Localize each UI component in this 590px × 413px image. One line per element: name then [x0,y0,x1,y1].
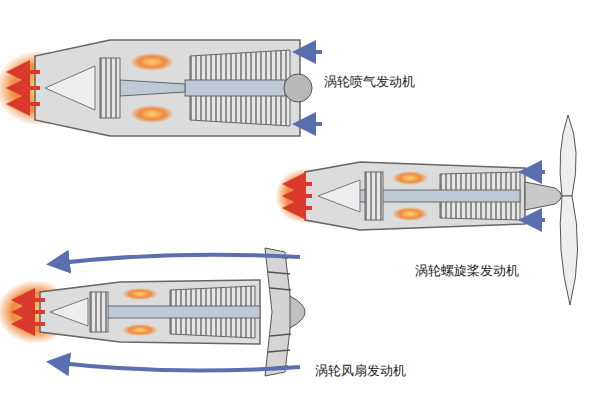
engine-label: 涡轮喷气发动机 [322,73,417,91]
engine-label: 涡轮螺旋桨发动机 [413,262,521,280]
engine-label: 涡轮风扇发动机 [313,362,408,380]
turboprop-drawing [275,115,578,305]
turbojet-drawing [0,40,322,136]
turbofan-drawing [0,248,305,376]
